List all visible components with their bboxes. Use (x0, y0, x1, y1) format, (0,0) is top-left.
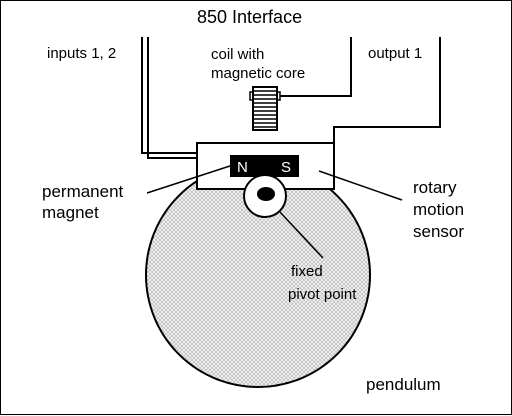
rotary-sensor-label-line3: sensor (413, 222, 465, 241)
permanent-magnet-label-line1: permanent (42, 182, 124, 201)
permanent-magnet-label-line2: magnet (42, 203, 99, 222)
coil (249, 86, 281, 131)
input-wire (147, 37, 197, 159)
rotary-sensor-label-line2: motion (413, 200, 465, 219)
coil-output-wire (279, 37, 352, 97)
sensor-output-wire (333, 37, 441, 143)
rotary-sensor-label-line1: rotary (413, 178, 457, 197)
magnet-north-pole: N (237, 159, 248, 176)
input-wire (141, 37, 197, 154)
coil-label-line1: coil with (211, 46, 265, 63)
rotary-sensor-leader (318, 170, 403, 201)
magnet-south-pole: S (281, 159, 291, 176)
pendulum-label: pendulum (366, 375, 441, 394)
output-label: output 1 (368, 45, 423, 62)
pivot-point (257, 187, 275, 201)
permanent-magnet-leader (146, 164, 234, 194)
pivot-label-line1: fixed (291, 263, 323, 280)
permanent-magnet (230, 155, 299, 177)
pivot-label-line2: pivot point (288, 286, 357, 303)
coil-label-line2: magnetic core (211, 65, 306, 82)
interface-title: 850 Interface (197, 7, 303, 27)
pivot-leader (278, 210, 324, 259)
inputs-label: inputs 1, 2 (47, 45, 117, 62)
